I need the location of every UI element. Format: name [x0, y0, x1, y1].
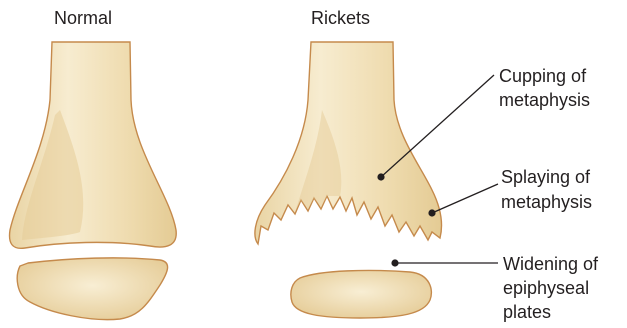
rickets-epiphysis: [291, 270, 432, 318]
cupping-pointer-dot: [377, 173, 384, 180]
widening-label-line2: epiphyseal: [503, 278, 589, 298]
splaying-pointer-dot: [428, 209, 435, 216]
splaying-label-line2: metaphysis: [501, 192, 592, 212]
splaying-pointer-line: [432, 184, 498, 213]
widening-label-line1: Widening of: [503, 254, 599, 274]
splaying-label-line1: Splaying of: [501, 167, 591, 187]
cupping-label-line2: metaphysis: [499, 90, 590, 110]
rickets-title: Rickets: [311, 8, 370, 28]
widening-label-line3: plates: [503, 302, 551, 322]
widening-pointer-dot: [391, 259, 398, 266]
rickets-metaphysis: [255, 42, 442, 244]
normal-epiphysis: [17, 258, 167, 320]
cupping-label-line1: Cupping of: [499, 66, 587, 86]
normal-title: Normal: [54, 8, 112, 28]
